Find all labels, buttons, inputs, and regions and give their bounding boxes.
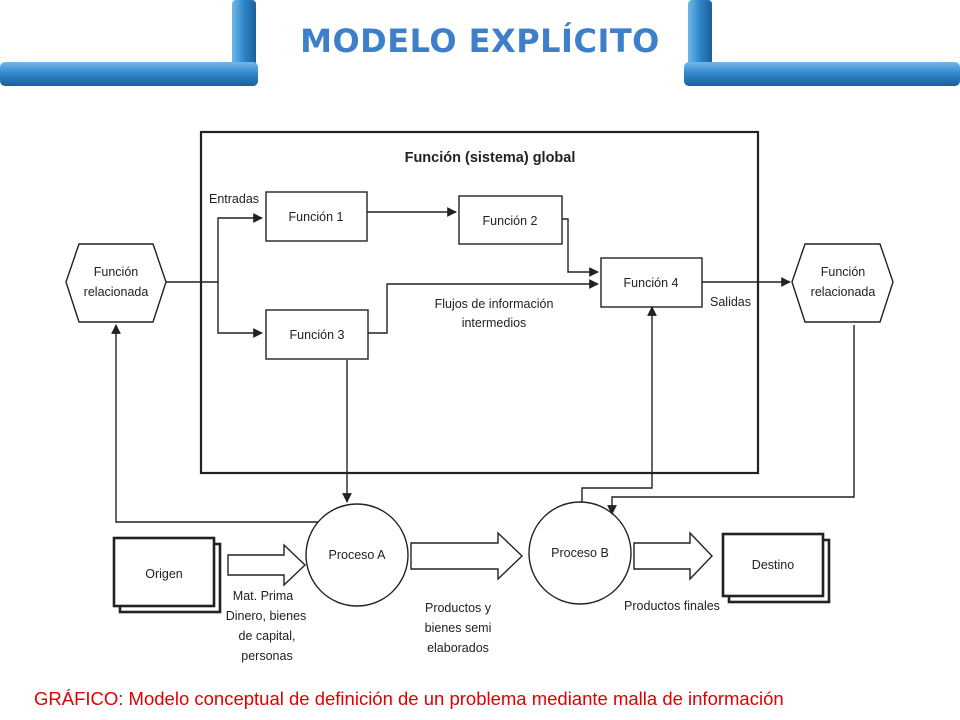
mat-prima-line4: personas — [241, 649, 292, 663]
funcion-2-label: Función 2 — [483, 214, 538, 228]
productos-line3: elaborados — [427, 641, 489, 655]
frame-bracket-right — [684, 0, 960, 86]
funcion-2-box — [458, 195, 563, 245]
funcion-4-label: Función 4 — [624, 276, 679, 290]
figure-caption: GRÁFICO: Modelo conceptual de definición… — [34, 688, 784, 709]
funcion-3-box — [265, 309, 369, 360]
flujos-label-line1: Flujos de información — [435, 297, 554, 311]
frame-bracket-left — [0, 0, 258, 86]
productos-finales-label: Productos finales — [624, 599, 720, 613]
proceso-a-circle — [305, 503, 409, 607]
related-function-left — [65, 243, 167, 323]
arrow-proceso-a-to-b — [410, 531, 524, 581]
productos-line1: Productos y — [425, 601, 492, 615]
arrow-origen-to-proceso-a — [227, 543, 307, 587]
related-left-label-line1: Función — [94, 265, 139, 279]
flujos-label-line2: intermedios — [462, 316, 527, 330]
destino-label: Destino — [752, 558, 794, 572]
mat-prima-line1: Mat. Prima — [233, 589, 293, 603]
funcion-4-box — [600, 257, 703, 308]
related-right-label-line2: relacionada — [811, 285, 876, 299]
system-title: Función (sistema) global — [405, 150, 576, 166]
origen-label: Origen — [145, 567, 183, 581]
productos-line2: bienes semi — [425, 621, 492, 635]
mat-prima-line3: de capital, — [239, 629, 296, 643]
related-function-right — [791, 243, 894, 323]
origen-box — [112, 536, 216, 608]
arrow-proceso-b-to-destino — [633, 531, 713, 581]
proceso-a-label: Proceso A — [329, 548, 387, 562]
funcion-1-box — [265, 191, 368, 242]
proceso-b-circle — [528, 501, 632, 605]
related-right-label-line1: Función — [821, 265, 866, 279]
funcion-1-label: Función 1 — [289, 210, 344, 224]
related-left-label-line2: relacionada — [84, 285, 149, 299]
entradas-label: Entradas — [209, 192, 259, 206]
proceso-b-label: Proceso B — [551, 546, 609, 560]
destino-box — [721, 532, 825, 598]
global-system-box — [199, 130, 760, 475]
mat-prima-line2: Dinero, bienes — [226, 609, 307, 623]
slide-title: MODELO EXPLÍCITO — [300, 22, 660, 60]
salidas-label: Salidas — [710, 295, 751, 309]
funcion-3-label: Función 3 — [290, 328, 345, 342]
